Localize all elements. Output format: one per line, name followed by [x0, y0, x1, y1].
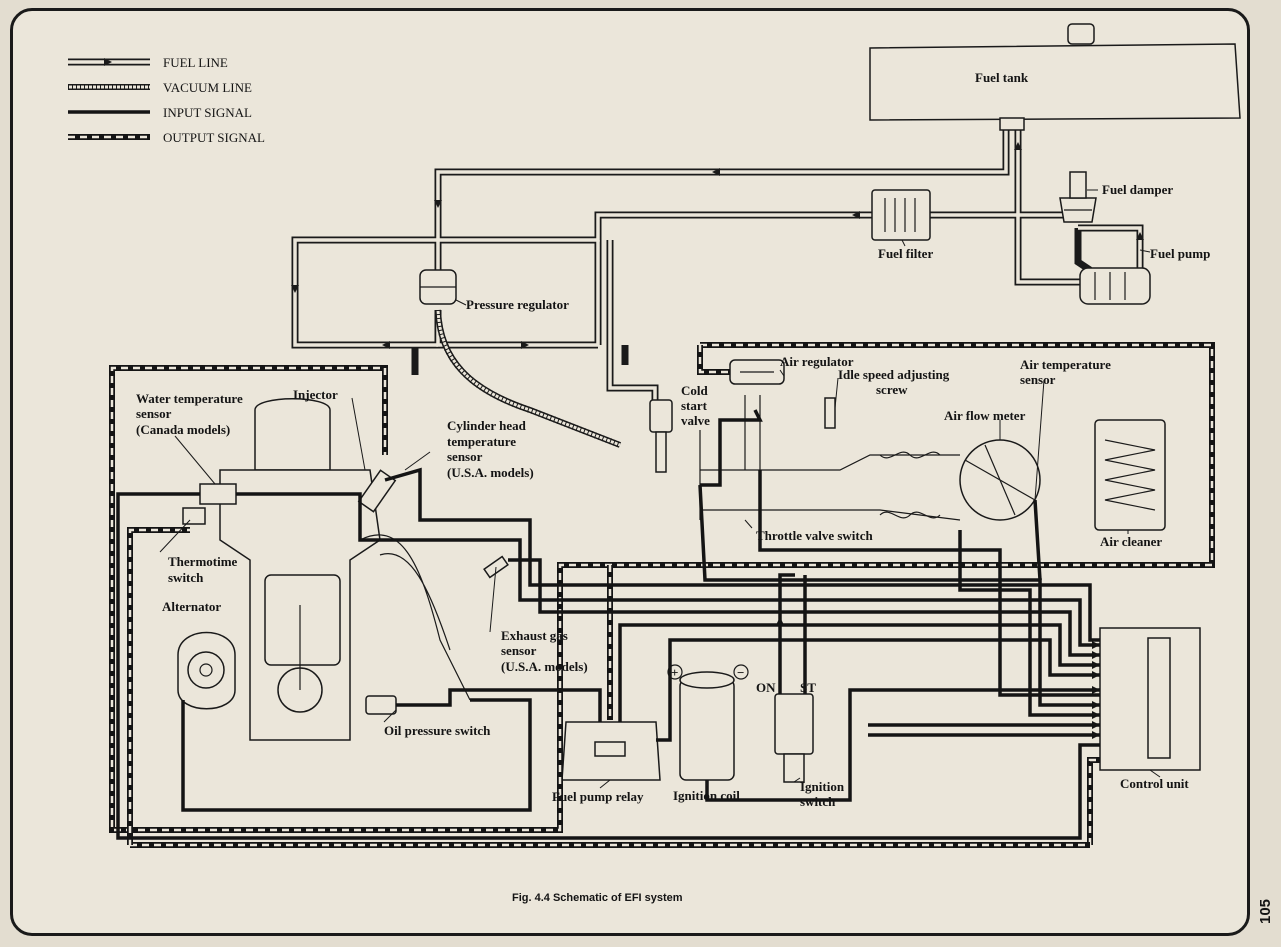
air-regulator — [729, 359, 785, 385]
label-pressure-regulator: Pressure regulator — [466, 297, 569, 312]
leader-lines — [159, 189, 1161, 789]
label-ignition-coil: Ignition coil — [673, 788, 740, 803]
page-frame — [10, 8, 1250, 936]
throttle-body — [699, 395, 961, 521]
label-water-temp-2: sensor — [136, 406, 172, 421]
cold-start-valve — [649, 399, 673, 473]
ignition-coil-part — [667, 664, 749, 781]
label-air-regulator: Air regulator — [780, 354, 854, 369]
label-fuel-filter: Fuel filter — [878, 246, 933, 261]
legend-fuel-line: FUEL LINE — [163, 55, 228, 70]
fuel-pump — [1079, 267, 1151, 305]
legend-input-signal: INPUT SIGNAL — [163, 105, 252, 120]
label-air-flow-meter: Air flow meter — [944, 408, 1026, 423]
labels: Fuel tank Fuel damper Fuel pump Fuel fil… — [136, 70, 1210, 809]
label-ignition-switch-2: switch — [800, 794, 836, 809]
label-air-cleaner: Air cleaner — [1100, 534, 1162, 549]
control-unit-part — [1099, 627, 1201, 771]
label-exhaust-2: sensor — [501, 643, 537, 658]
label-exhaust-3: (U.S.A. models) — [501, 659, 588, 674]
legend: FUEL LINE VACUUM LINE INPUT SIGNAL OUTPU… — [68, 55, 265, 145]
label-cold-start-2: start — [681, 398, 708, 413]
page-number: 105 — [1257, 899, 1274, 924]
label-air-temp-2: sensor — [1020, 372, 1056, 387]
label-idle-speed-1: Idle speed adjusting — [838, 367, 950, 382]
thermotime-part — [182, 507, 206, 525]
oil-pressure-part — [365, 695, 397, 715]
label-cyl-head-1: Cylinder head — [447, 418, 527, 433]
label-cyl-head-2: temperature — [447, 434, 516, 449]
label-fuel-tank: Fuel tank — [975, 70, 1029, 85]
label-injector: Injector — [293, 387, 338, 402]
label-fuel-pump: Fuel pump — [1150, 246, 1210, 261]
label-on: ON — [756, 680, 776, 695]
label-cold-start-1: Cold — [681, 383, 709, 398]
air-cleaner — [1094, 419, 1166, 531]
label-idle-speed-2: screw — [876, 382, 908, 397]
fuel-pump-relay-part — [561, 721, 661, 781]
label-plus: + — [671, 665, 678, 680]
pressure-regulator — [419, 269, 457, 305]
ignition-switch-part — [774, 693, 814, 783]
label-control-unit: Control unit — [1120, 776, 1189, 791]
label-exhaust-1: Exhaust gas — [501, 628, 568, 643]
label-air-temp-1: Air temperature — [1020, 357, 1111, 372]
idle-screw — [824, 397, 836, 429]
label-water-temp-1: Water temperature — [136, 391, 243, 406]
label-oil-pressure-switch: Oil pressure switch — [384, 723, 491, 738]
label-throttle-valve-switch: Throttle valve switch — [756, 528, 874, 543]
label-ignition-switch-1: Ignition — [800, 779, 845, 794]
vacuum-line — [435, 309, 622, 448]
label-alternator: Alternator — [162, 599, 221, 614]
label-cyl-head-3: sensor — [447, 449, 483, 464]
fuel-damper — [1059, 171, 1097, 223]
label-water-temp-3: (Canada models) — [136, 422, 230, 437]
legend-output-signal: OUTPUT SIGNAL — [163, 130, 265, 145]
alternator-part — [177, 631, 236, 710]
input-signal-wires — [116, 409, 1100, 840]
label-thermotime-2: switch — [168, 570, 204, 585]
figure-caption: Fig. 4.4 Schematic of EFI system — [512, 892, 683, 904]
exhaust-part — [359, 534, 509, 701]
label-cyl-head-4: (U.S.A. models) — [447, 465, 534, 480]
label-thermotime-1: Thermotime — [168, 554, 238, 569]
fuel-filter — [871, 189, 931, 241]
label-fuel-pump-relay: Fuel pump relay — [552, 789, 644, 804]
air-flow-meter — [959, 439, 1041, 521]
label-st: ST — [800, 680, 816, 695]
legend-fuel-line-swatch — [68, 58, 150, 66]
fuel-tank — [869, 23, 1241, 131]
fuel-lines — [291, 128, 1144, 400]
label-minus: − — [737, 665, 744, 680]
legend-vacuum-line: VACUUM LINE — [163, 80, 252, 95]
label-cold-start-3: valve — [681, 413, 710, 428]
engine-block — [219, 398, 381, 741]
label-fuel-damper: Fuel damper — [1102, 182, 1173, 197]
output-signal-loop — [109, 342, 1215, 848]
water-temp-sensor-part — [199, 483, 237, 505]
